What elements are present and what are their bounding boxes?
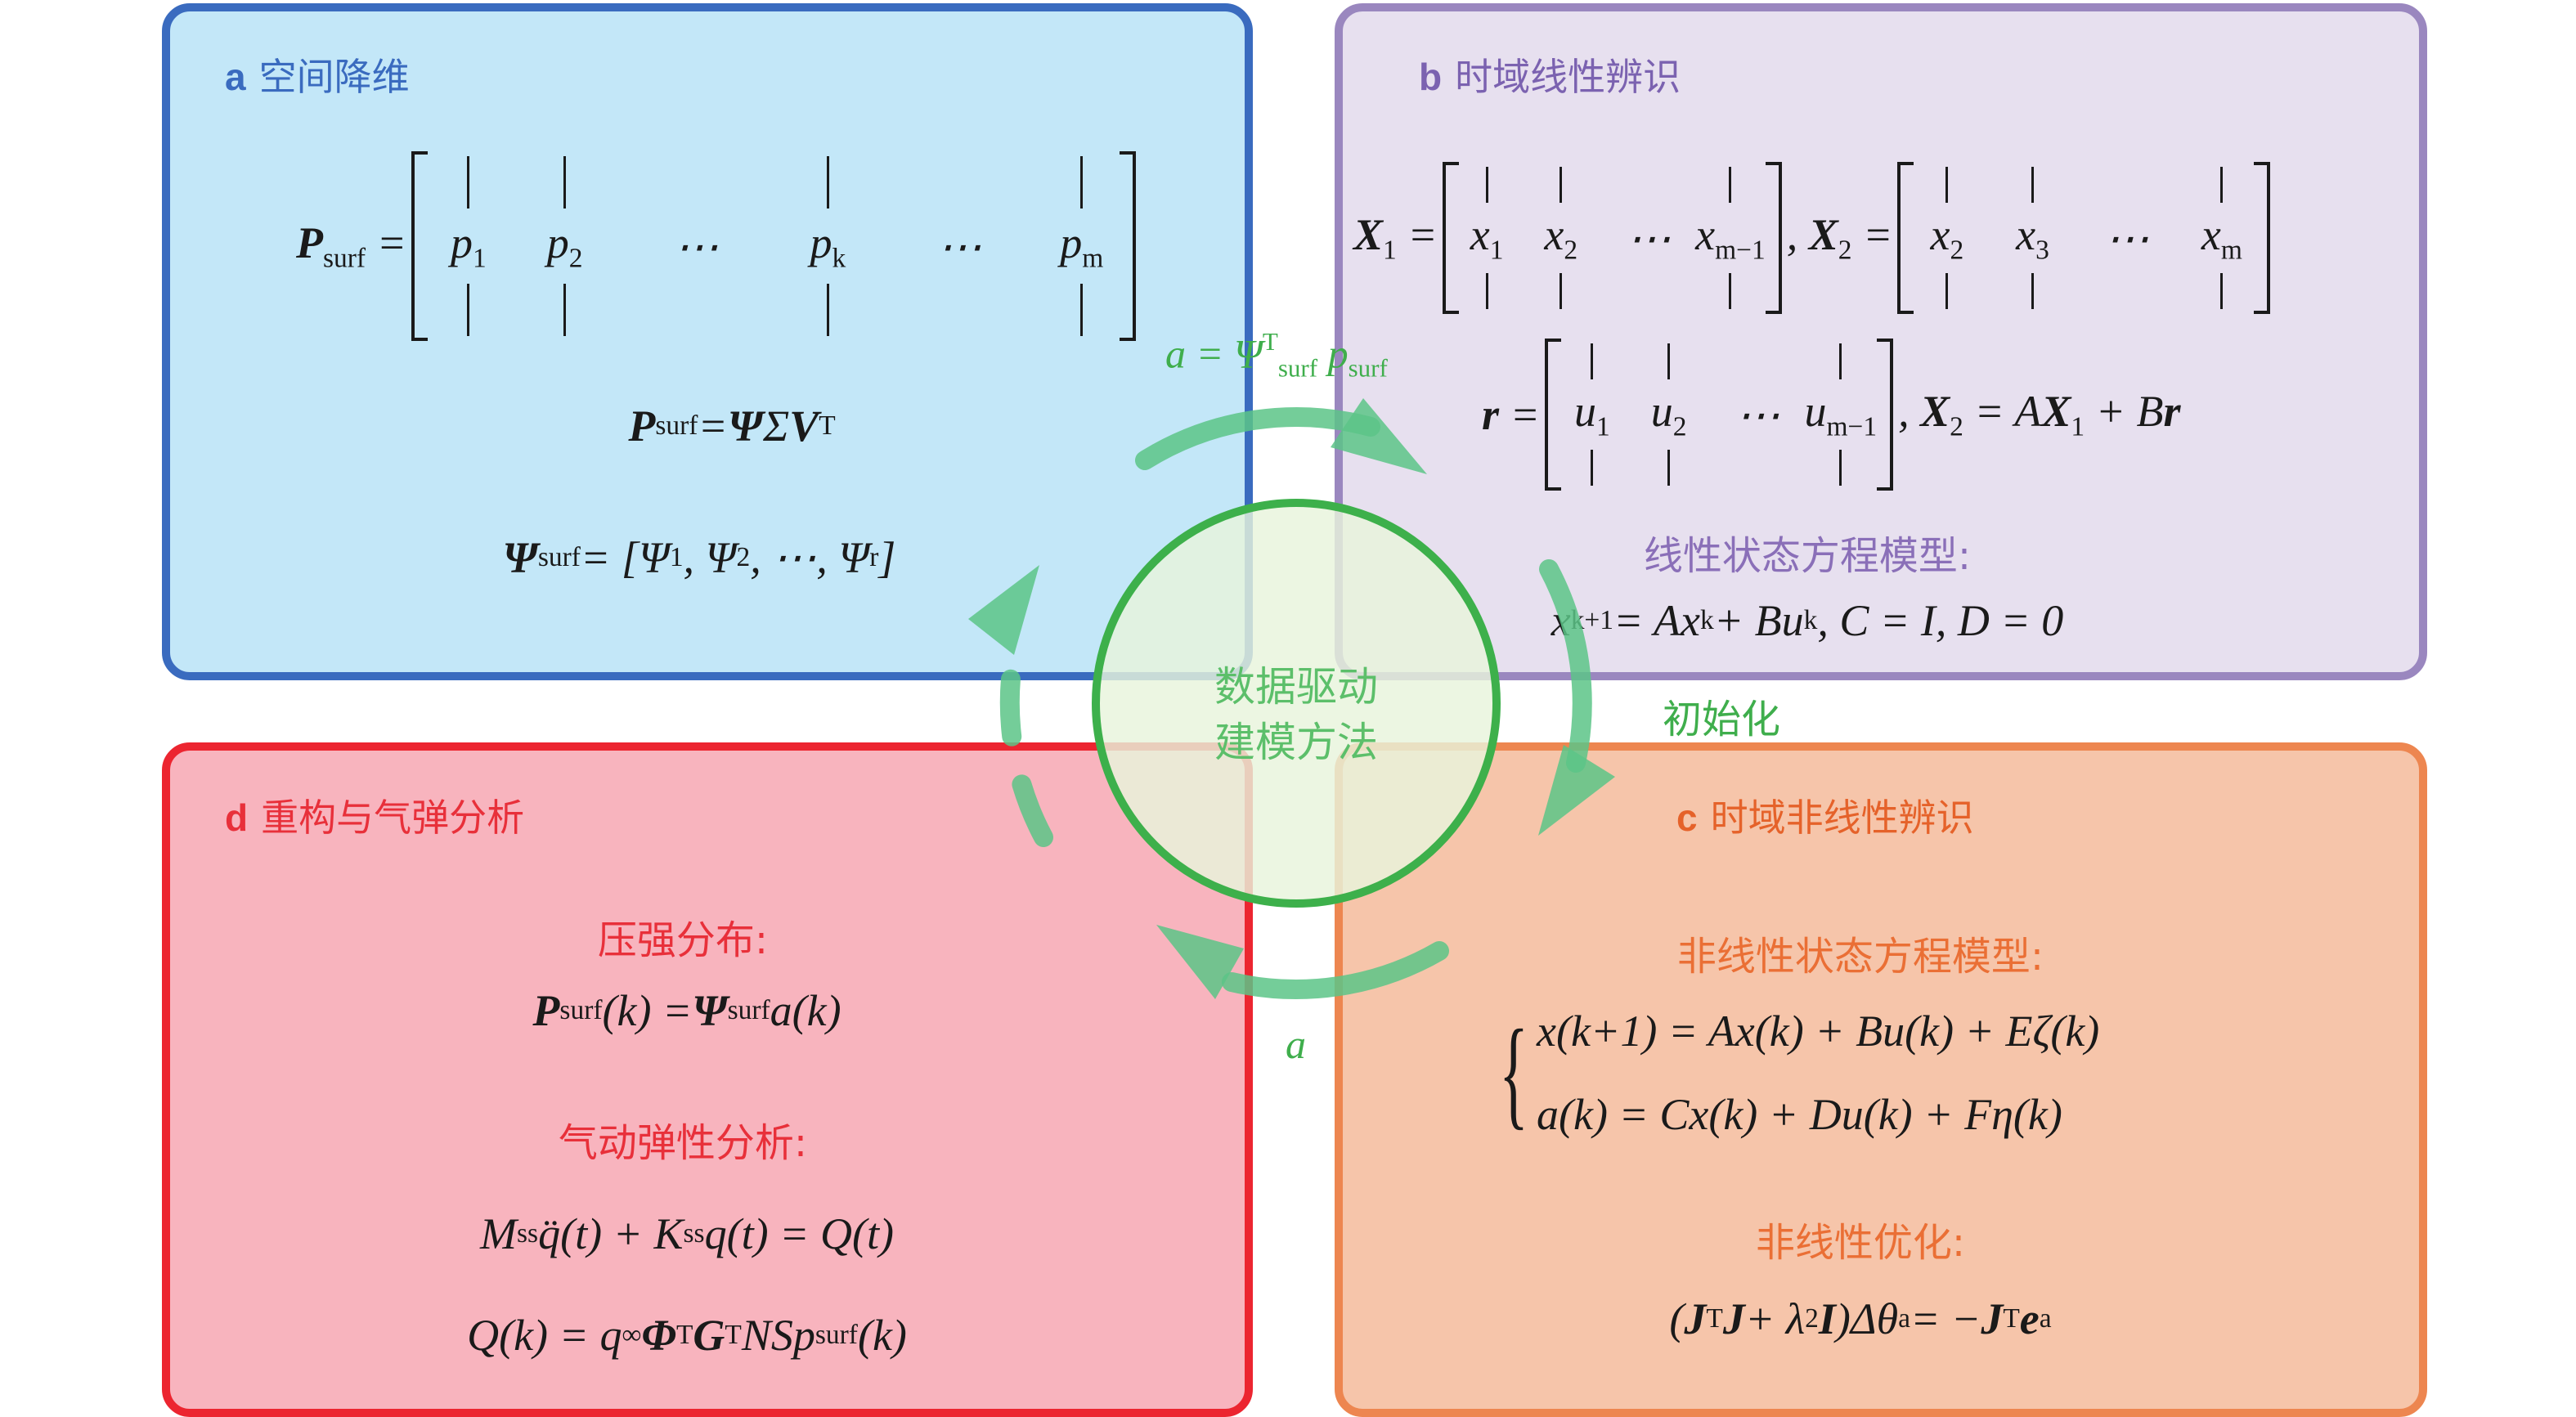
panel-nonlinear-identification: [1335, 742, 2427, 1417]
matrix-entry: p2: [546, 218, 583, 274]
linear-model-label: 线性状态方程模型:: [1643, 533, 1972, 579]
x1-matrix: x1 x2 ⋯ xm−1: [1442, 162, 1782, 314]
output-label: a: [1286, 1021, 1306, 1067]
center-label-line2: 建模方法: [1214, 719, 1378, 766]
matrix-lhs: Psurf =: [296, 218, 407, 274]
output-equation: a(k) = Cx(k) + Du(k) + Fη(k): [1537, 1090, 2062, 1139]
matrix-entry: ⋯: [1735, 390, 1780, 440]
center-label-line1: 数据驱动: [1214, 663, 1378, 711]
panel-c-title: c 时域非线性辨识: [1676, 788, 1974, 842]
linear-relation: , X2 = AX1 + Br: [1898, 387, 2181, 442]
panel-d-title: d 重构与气弹分析: [225, 788, 524, 842]
nonlinear-model-label: 非线性状态方程模型:: [1676, 934, 2044, 980]
arc-arrow-bottom: [1222, 941, 1449, 999]
arc-arrow-right: [1539, 559, 1592, 773]
matrix-entry: u2: [1650, 387, 1687, 442]
r-lhs: r =: [1482, 390, 1540, 439]
panel-b-title-text: 时域线性辨识: [1455, 55, 1681, 99]
panel-a-title-text: 空间降维: [258, 55, 410, 99]
matrix-entry: xm: [2201, 210, 2242, 266]
optimization-label: 非线性优化:: [1755, 1220, 1966, 1266]
panel-b-title: b 时域线性辨识: [1419, 47, 1681, 101]
x1-lhs: X1 =: [1353, 210, 1438, 266]
panel-reconstruction-aeroelastic: [162, 742, 1253, 1417]
snapshot-matrices: X1 = x1 x2 ⋯ xm−1 , X2 = x2 x3 ⋯ xm: [1353, 162, 2275, 314]
arrowhead-bottom-icon: [1156, 925, 1244, 999]
center-circle: [1092, 499, 1501, 908]
matrix-entry: ⋯: [2104, 213, 2149, 263]
nonlinear-system: { x(k+1) = Ax(k) + Bu(k) + Eζ(k) a(k) = …: [1484, 1006, 2099, 1140]
panel-c-letter: c: [1676, 796, 1698, 839]
matrix-entry: x1: [1470, 210, 1504, 266]
matrix-entry: ⋯: [937, 222, 982, 271]
initialization-label: 初始化: [1662, 697, 1781, 742]
matrix-entry: pm: [1060, 218, 1104, 274]
matrix-entry: x2: [1930, 210, 1964, 266]
arc-arrow-left: [999, 643, 1053, 847]
matrix-entry: ⋯: [1627, 213, 1672, 263]
projection-label: a = ΨTsurf psurf: [1165, 327, 1388, 383]
panel-c-title-text: 时域非线性辨识: [1710, 796, 1974, 840]
matrix-entry: pk: [810, 218, 846, 274]
panel-d-title-text: 重构与气弹分析: [261, 796, 525, 840]
matrix-entry: x2: [1544, 210, 1578, 266]
matrix-entry: u1: [1573, 387, 1610, 442]
input-matrix: r = u1 u2 ⋯ um−1 , X2 = AX1 + Br: [1482, 339, 2181, 491]
pressure-label: 压强分布:: [597, 917, 769, 963]
arrowhead-left-icon: [968, 565, 1039, 655]
panel-a-letter: a: [225, 56, 246, 98]
arc-arrow-top: [1135, 407, 1380, 470]
panel-linear-identification: [1335, 3, 2427, 680]
brace-icon: {: [1499, 1005, 1528, 1141]
matrix: p1 p2 ⋯ pk ⋯ pm: [411, 151, 1137, 341]
x2-matrix: x2 x3 ⋯ xm: [1897, 162, 2270, 314]
matrix-entry: um−1: [1804, 387, 1878, 442]
matrix-entry: p1: [451, 218, 487, 274]
matrix-entry: xm−1: [1695, 210, 1766, 266]
x2-lhs: , X2 =: [1786, 210, 1893, 266]
panel-a-title: a 空间降维: [225, 47, 410, 101]
matrix-entry: ⋯: [674, 222, 719, 271]
panel-b-letter: b: [1419, 56, 1443, 98]
matrix-entry: x3: [2016, 210, 2049, 266]
arrowhead-top-icon: [1331, 398, 1427, 474]
panel-d-letter: d: [225, 796, 249, 839]
panel-spatial-reduction: [162, 3, 1253, 680]
state-equation: x(k+1) = Ax(k) + Bu(k) + Eζ(k): [1537, 1007, 2100, 1056]
r-matrix: u1 u2 ⋯ um−1: [1544, 339, 1894, 491]
arrowhead-right-icon: [1538, 745, 1615, 836]
aeroelastic-label: 气动弹性分析:: [558, 1120, 808, 1166]
matrix-p-surf: Psurf = p1 p2 ⋯ pk ⋯ pm: [296, 151, 1141, 341]
